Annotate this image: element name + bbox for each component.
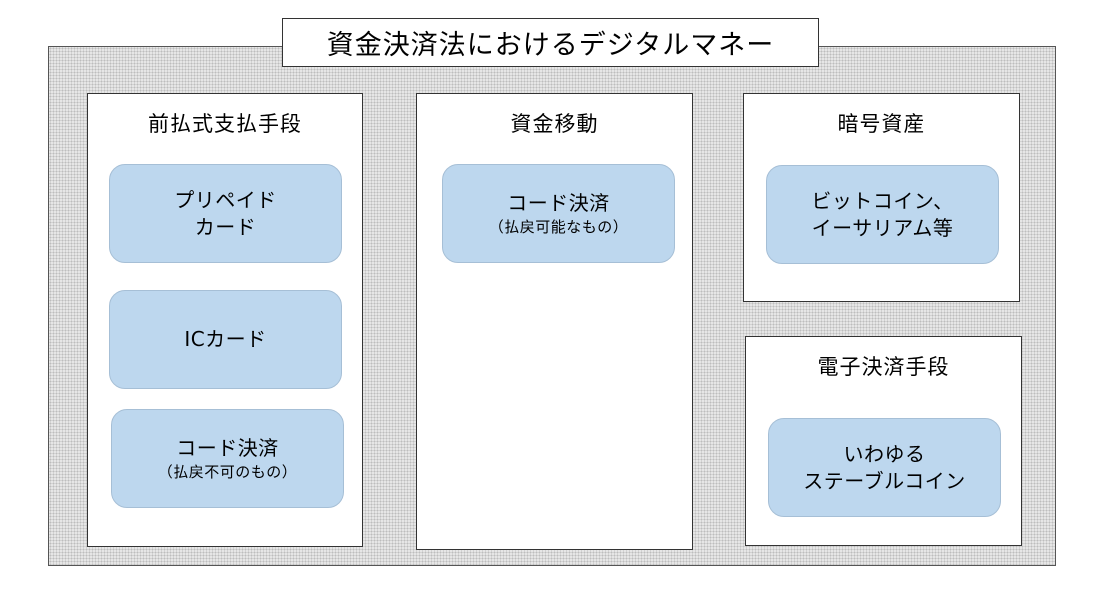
category-label: 暗号資産 (837, 112, 926, 136)
item-line: いわゆる (843, 441, 926, 466)
diagram-title: 資金決済法におけるデジタルマネー (282, 18, 819, 67)
item-line: コード決済 (176, 436, 279, 460)
category-fund-transfer: 資金移動 コード決済 （払戻可能なもの） (416, 93, 693, 550)
category-electronic-payment: 電子決済手段 いわゆる ステーブルコイン (745, 336, 1022, 546)
item-prepaid-card: プリペイド カード (109, 164, 342, 263)
item-line: プリペイド (174, 187, 277, 212)
category-label: 資金移動 (510, 112, 599, 136)
item-line: ステーブルコイン (803, 468, 966, 493)
diagram-title-text: 資金決済法におけるデジタルマネー (326, 30, 775, 61)
item-note: （払戻可能なもの） (488, 218, 629, 236)
item-note: （払戻不可のもの） (157, 463, 298, 481)
category-label: 電子決済手段 (817, 355, 950, 379)
item-line: ICカード (184, 327, 267, 351)
category-label: 前払式支払手段 (148, 112, 302, 136)
item-line: コード決済 (507, 191, 610, 215)
category-prepaid-payment: 前払式支払手段 プリペイド カード ICカード コード決済 （払戻不可のもの） (87, 93, 363, 547)
item-line: カード (194, 214, 257, 239)
category-crypto-assets: 暗号資産 ビットコイン、 イーサリアム等 (743, 93, 1020, 302)
item-line: ビットコイン、 (811, 188, 954, 213)
item-ic-card: ICカード (109, 290, 342, 389)
item-code-payment-refundable: コード決済 （払戻可能なもの） (442, 164, 675, 263)
item-code-payment-nonrefundable: コード決済 （払戻不可のもの） (111, 409, 344, 508)
item-line: イーサリアム等 (811, 215, 954, 240)
item-bitcoin-ethereum: ビットコイン、 イーサリアム等 (766, 165, 999, 264)
item-stablecoin: いわゆる ステーブルコイン (768, 418, 1001, 517)
